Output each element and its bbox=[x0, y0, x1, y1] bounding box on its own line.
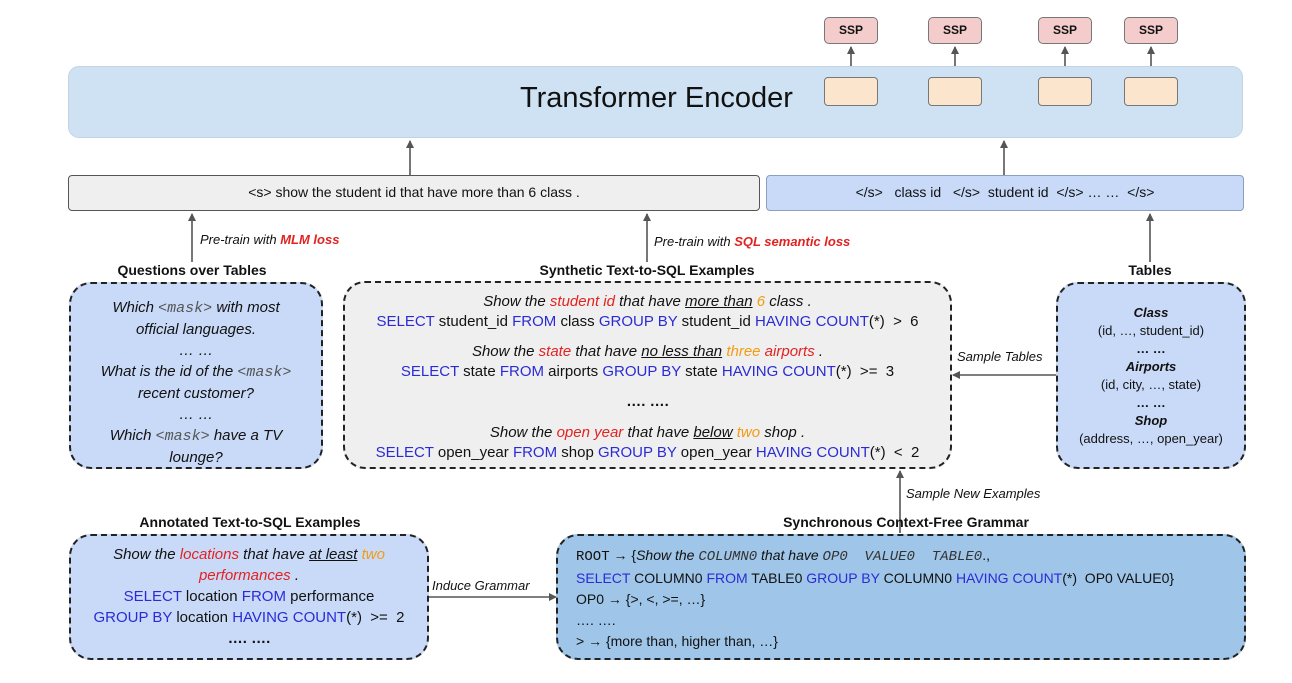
mask-token: <mask> bbox=[237, 364, 292, 381]
encoder-output-slot-4 bbox=[1124, 77, 1178, 106]
grammar-panel: ROOT → {Show the COLUMN0 that have OP0 V… bbox=[556, 534, 1246, 660]
synthetic-example-2-sql: SELECT state FROM airports GROUP BY stat… bbox=[400, 363, 895, 380]
sample-tables-label: Sample Tables bbox=[957, 349, 1043, 364]
table-columns-airports: (id, city, …, state) bbox=[1100, 377, 1202, 392]
mask-token: <mask> bbox=[155, 428, 210, 445]
grammar-sql-rule: SELECT COLUMN0 FROM TABLE0 GROUP BY COLU… bbox=[576, 570, 1175, 586]
synthetic-example-2-text: Show the state that have no less than th… bbox=[471, 343, 824, 360]
annotated-sql-line-2: GROUP BY location HAVING COUNT(*) >= 2 bbox=[93, 609, 405, 626]
ssp-box-4: SSP bbox=[1124, 17, 1178, 44]
table-name-airports: Airports bbox=[1125, 359, 1177, 374]
synthetic-example-1-text: Show the student id that have more than … bbox=[483, 293, 812, 310]
encoder-title: Transformer Encoder bbox=[520, 82, 793, 114]
mlm-loss-label: Pre-train with MLM loss bbox=[200, 232, 340, 247]
annotated-panel: Show the locations that have at least tw… bbox=[69, 534, 429, 660]
annotated-sql-line-1: SELECT location FROM performance bbox=[123, 588, 375, 605]
sql-loss-text: SQL semantic loss bbox=[734, 234, 851, 249]
tables-title: Tables bbox=[1128, 262, 1172, 278]
questions-title: Questions over Tables bbox=[117, 262, 267, 278]
table-name-class: Class bbox=[1133, 305, 1169, 320]
synthetic-ellipsis: …. …. bbox=[626, 393, 669, 410]
synthetic-example-1-sql: SELECT student_id FROM class GROUP BY st… bbox=[376, 313, 919, 330]
sql-loss-label: Pre-train with SQL semantic loss bbox=[654, 234, 851, 249]
synthetic-example-3-text: Show the open year that have below two s… bbox=[489, 424, 806, 441]
ellipsis: … … bbox=[178, 342, 214, 359]
table-columns-class: (id, …, student_id) bbox=[1097, 323, 1205, 338]
question-3-line-1: Which <mask> have a TV bbox=[109, 427, 283, 445]
ellipsis: … … bbox=[178, 406, 214, 423]
schema-sequence: </s> class id </s> student id </s> … … <… bbox=[766, 175, 1244, 211]
question-3-line-2: lounge? bbox=[169, 449, 223, 466]
annotated-ellipsis: …. …. bbox=[227, 630, 271, 647]
ellipsis: … … bbox=[1136, 395, 1166, 410]
question-2-line-1: What is the id of the <mask> bbox=[100, 363, 292, 381]
encoder-output-slot-2 bbox=[928, 77, 982, 106]
tables-panel: Class (id, …, student_id) … … Airports (… bbox=[1056, 282, 1246, 469]
annotated-title: Annotated Text-to-SQL Examples bbox=[139, 514, 361, 530]
table-columns-shop: (address, …, open_year) bbox=[1079, 431, 1223, 446]
grammar-gt-rule: > → {more than, higher than, …} bbox=[576, 633, 778, 649]
induce-grammar-label: Induce Grammar bbox=[432, 578, 530, 593]
grammar-op-rule: OP0 → {>, <, >=, …} bbox=[576, 591, 706, 607]
ssp-box-3: SSP bbox=[1038, 17, 1092, 44]
grammar-title: Synchronous Context-Free Grammar bbox=[783, 514, 1029, 530]
mlm-prefix: Pre-train with bbox=[200, 232, 281, 247]
synthetic-example-3-sql: SELECT open_year FROM shop GROUP BY open… bbox=[375, 444, 920, 461]
encoder-output-slot-3 bbox=[1038, 77, 1092, 106]
table-name-shop: Shop bbox=[1134, 413, 1168, 428]
synthetic-title: Synthetic Text-to-SQL Examples bbox=[539, 262, 755, 278]
question-sequence: <s> show the student id that have more t… bbox=[68, 175, 760, 211]
encoder-output-slot-1 bbox=[824, 77, 878, 106]
ellipsis: … … bbox=[1136, 341, 1166, 356]
question-1-line-2: official languages. bbox=[135, 321, 257, 338]
mlm-loss-text: MLM loss bbox=[280, 232, 340, 247]
mask-token: <mask> bbox=[158, 300, 213, 317]
questions-panel: Which <mask> with most official language… bbox=[69, 282, 323, 469]
synthetic-panel: Show the student id that have more than … bbox=[343, 281, 952, 469]
ssp-box-1: SSP bbox=[824, 17, 878, 44]
ssp-box-2: SSP bbox=[928, 17, 982, 44]
question-1-line-1: Which <mask> with most bbox=[112, 299, 280, 317]
annotated-text-line-1: Show the locations that have at least tw… bbox=[113, 546, 385, 563]
annotated-text-line-2: performances . bbox=[198, 567, 300, 584]
sql-prefix: Pre-train with bbox=[654, 234, 735, 249]
question-2-line-2: recent customer? bbox=[138, 385, 254, 402]
grammar-ellipsis: …. …. bbox=[576, 612, 616, 628]
sample-new-examples-label: Sample New Examples bbox=[906, 486, 1041, 501]
grammar-root-rule: ROOT → {Show the COLUMN0 that have OP0 V… bbox=[576, 547, 990, 565]
